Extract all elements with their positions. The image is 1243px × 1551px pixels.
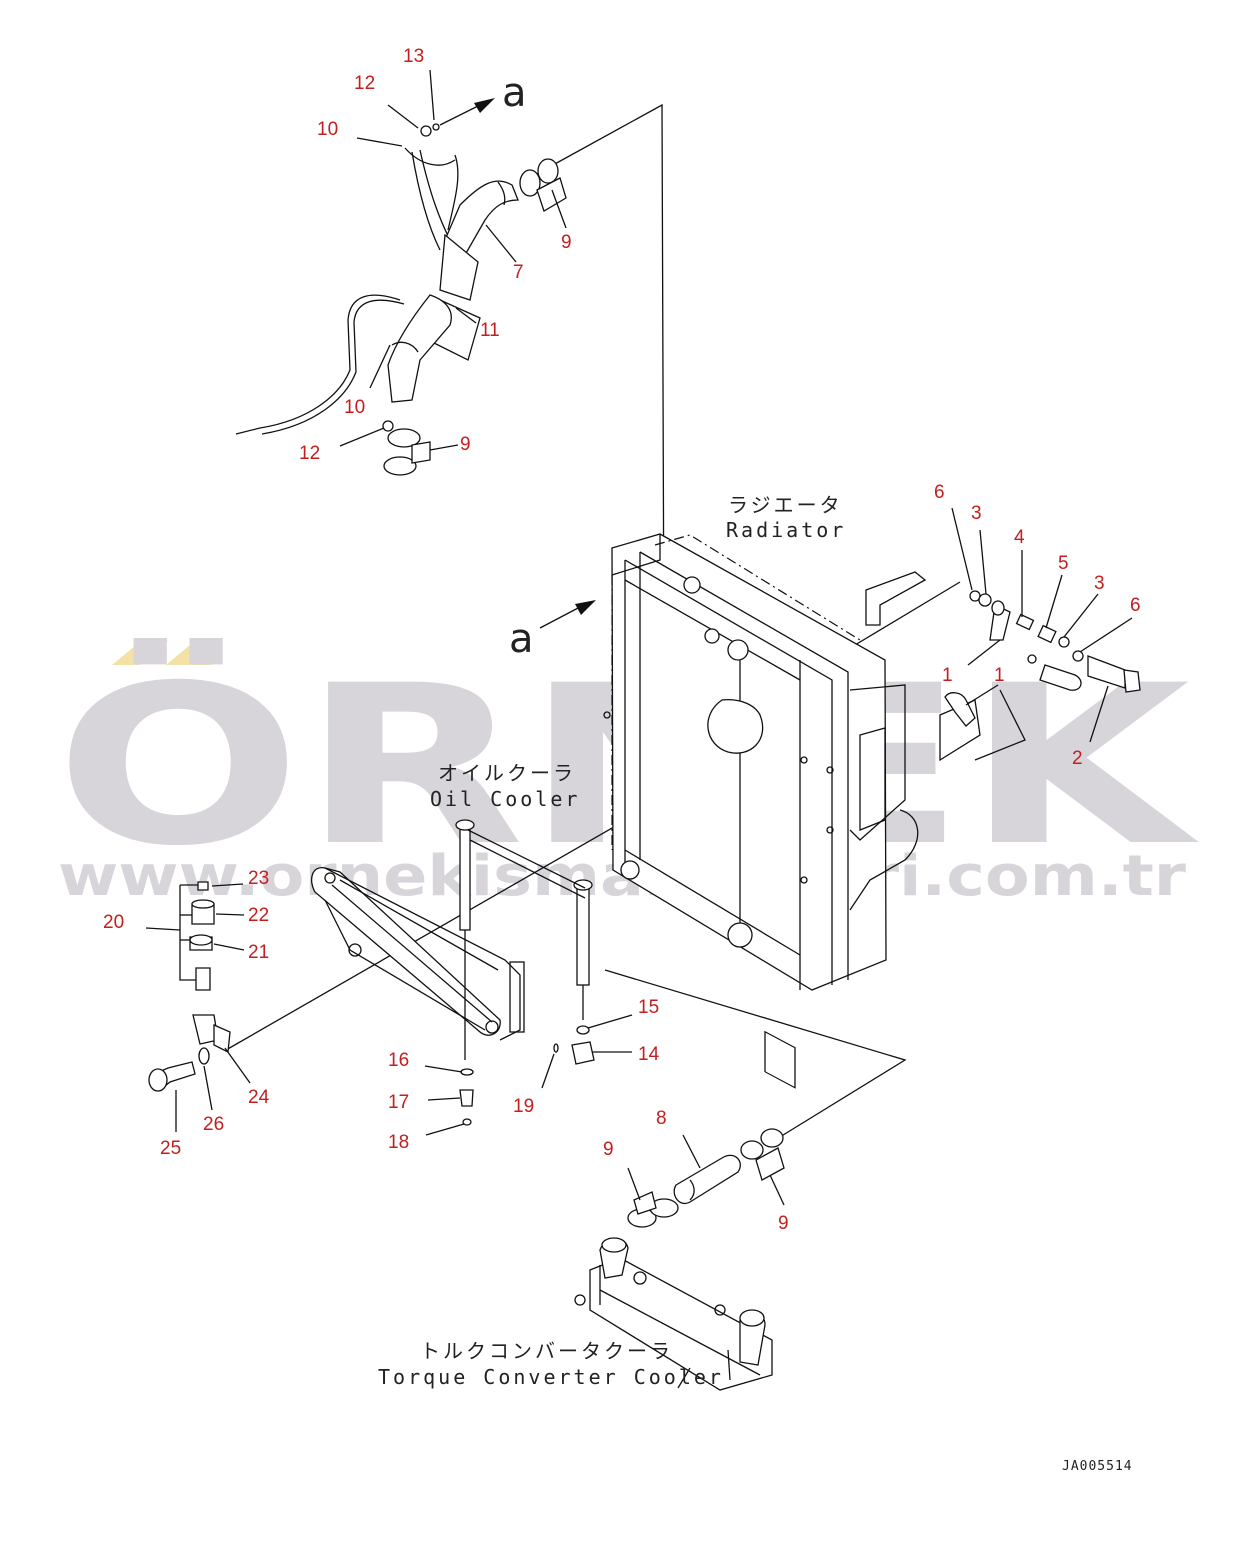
callout-1-right: 1 (994, 665, 1005, 686)
callout-15: 15 (638, 997, 659, 1018)
oil-cooler (311, 819, 593, 1060)
callout-23: 23 (248, 868, 269, 889)
callout-19: 19 (513, 1096, 534, 1117)
callout-24: 24 (248, 1087, 270, 1108)
callout-10-top: 10 (317, 119, 338, 140)
callout-13: 13 (403, 46, 424, 67)
callout-16: 16 (388, 1050, 409, 1071)
callout-14: 14 (638, 1044, 660, 1065)
callout-9-low-right: 9 (778, 1213, 789, 1234)
callout-3-left: 3 (971, 503, 982, 524)
drain-fittings (424, 1014, 633, 1136)
right-hardware (944, 507, 1141, 743)
callout-2: 2 (1072, 748, 1083, 769)
callout-22: 22 (248, 905, 269, 926)
drawing-code: JA005514 (1062, 1459, 1133, 1474)
upper-hose-assembly (235, 69, 567, 476)
oil-cooler-caption-en: Oil Cooler (430, 787, 580, 811)
callout-1-left: 1 (942, 665, 953, 686)
tc-cooler-caption-en: Torque Converter Cooler (378, 1365, 724, 1389)
view-marker-a-top: a (502, 70, 527, 116)
radiator-caption-jp: ラジエータ (728, 493, 843, 517)
callout-8: 8 (656, 1108, 667, 1129)
radiator-caption-en: Radiator (726, 518, 846, 542)
tc-cooler-caption-jp: トルクコンバータクーラ (420, 1339, 673, 1363)
watermark-accent-right (166, 640, 216, 665)
lower-hose (627, 1128, 785, 1228)
callout-5: 5 (1058, 553, 1069, 574)
torque-converter-cooler (574, 1237, 773, 1391)
callout-4: 4 (1014, 527, 1025, 548)
callout-12-top: 12 (354, 73, 375, 94)
callout-3-right: 3 (1094, 573, 1105, 594)
callout-17: 17 (388, 1092, 409, 1113)
callout-18: 18 (388, 1132, 409, 1153)
callout-7: 7 (513, 262, 524, 283)
callout-10-mid: 10 (344, 397, 365, 418)
callout-6-right: 6 (1130, 595, 1141, 616)
watermark-accent-left (112, 640, 168, 665)
callout-9-top: 9 (561, 232, 572, 253)
callout-6-left: 6 (934, 482, 945, 503)
callout-12-mid: 12 (299, 443, 320, 464)
left-mount (145, 881, 251, 1132)
callout-21: 21 (248, 942, 269, 963)
callout-9-mid: 9 (460, 434, 471, 455)
view-marker-a-left: a (509, 616, 534, 662)
callout-9-low-left: 9 (603, 1139, 614, 1160)
callout-numbers: 13 12 10 9 7 11 10 12 9 6 3 4 5 3 6 1 1 … (103, 46, 1141, 1234)
callout-11: 11 (480, 320, 500, 341)
oil-cooler-caption-jp: オイルクーラ (438, 761, 576, 785)
callout-25: 25 (160, 1138, 181, 1159)
callout-20: 20 (103, 912, 124, 933)
assembly-captions: ラジエータ Radiator オイルクーラ Oil Cooler トルクコンバー… (378, 70, 1133, 1474)
callout-26: 26 (203, 1114, 224, 1135)
